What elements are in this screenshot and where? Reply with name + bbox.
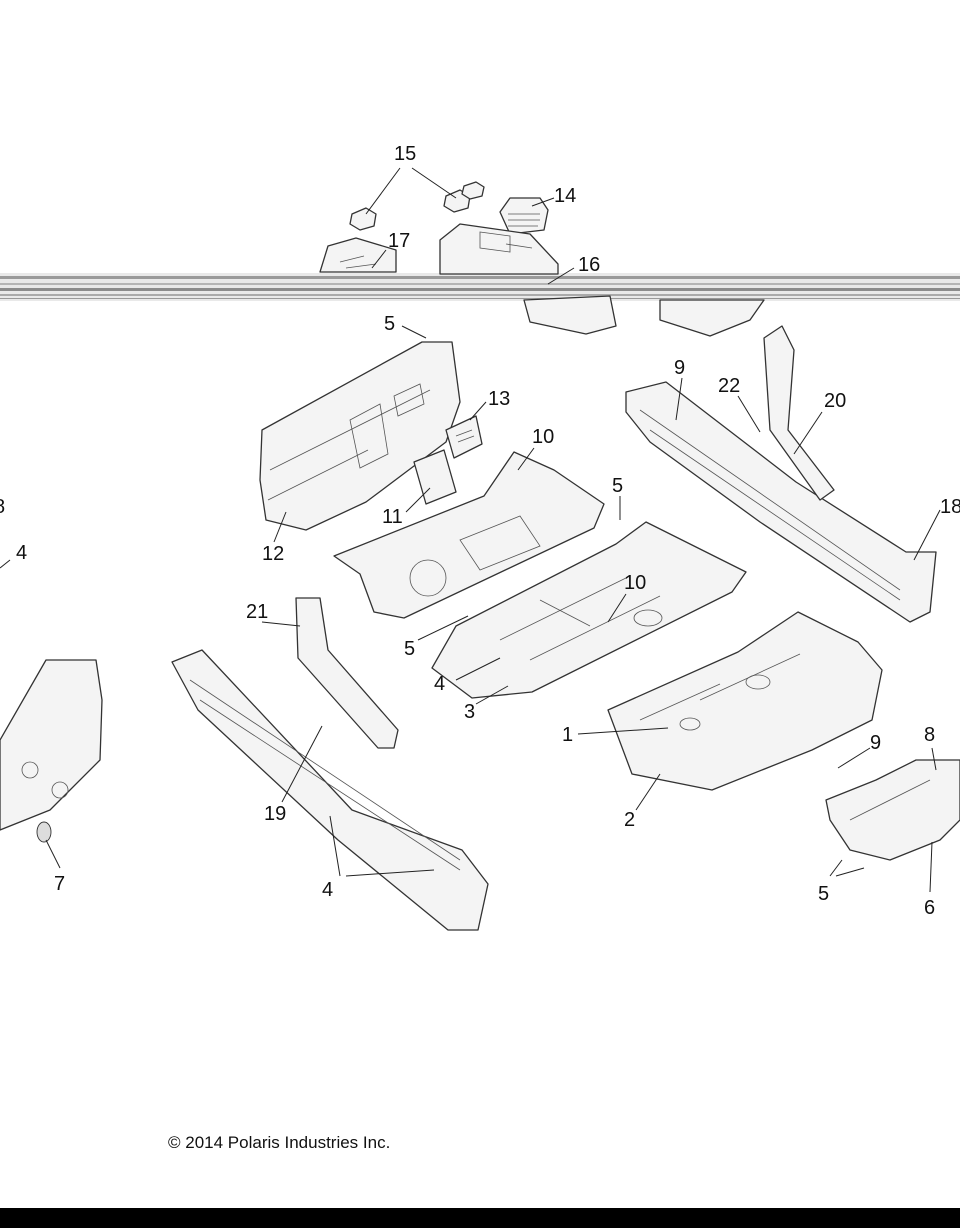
part-11-plate [413,449,457,505]
callout-13: 13 [488,388,510,410]
callout-2: 2 [624,809,635,831]
part-20-pillar [763,325,835,501]
callout-15: 15 [394,143,416,165]
callout-16: 16 [578,254,600,276]
callout-6: 6 [924,897,935,919]
callout-4: 4 [322,879,333,901]
callouts: 15 14 17 16 5 9 22 20 13 10 11 5 12 18 8… [0,143,960,919]
callout-10: 10 [624,572,646,594]
callout-21: 21 [246,601,268,623]
part-16-panel [439,223,765,337]
part-7-left-panel [0,659,103,843]
callout-20: 20 [824,390,846,412]
callout-9: 9 [870,732,881,754]
callout-5: 5 [818,883,829,905]
bottom-bar [0,1208,960,1228]
scan-artifact-band [0,273,960,301]
part-18-right-rocker [625,381,937,623]
callout-11: 11 [382,506,403,528]
callout-12: 12 [262,543,284,565]
callout-4: 4 [434,673,445,695]
part-12-firewall [259,341,461,531]
callout-5: 5 [404,638,415,660]
part-17-panel [319,237,397,273]
callout-5: 5 [612,475,623,497]
part-21-pillar [295,597,399,749]
callout-9: 9 [674,357,685,379]
callout-5: 5 [384,313,395,335]
part-19-left-rocker [171,649,489,931]
callout-1: 1 [562,724,573,746]
part-15-clips [349,181,485,231]
part-13-plate [445,415,483,459]
callout-8: 8 [924,724,935,746]
callout-7: 7 [54,873,65,895]
part-14-bracket [499,197,549,235]
callout-17: 17 [388,230,410,252]
copyright-notice: © 2014 Polaris Industries Inc. [168,1133,391,1152]
callout-3: 3 [464,701,475,723]
part-6-right-panel [825,759,960,861]
part-10-upper-floor [333,451,605,619]
callout-19: 19 [264,803,286,825]
part-3-floor-pan [431,521,747,699]
callout-10: 10 [532,426,554,448]
callout-8: 8 [0,496,5,518]
callout-14: 14 [554,185,576,207]
leader-lines [0,167,941,893]
callout-22: 22 [718,375,740,397]
part-2-floor-tub [607,611,883,791]
callout-4: 4 [16,542,27,564]
callout-18: 18 [940,496,960,518]
